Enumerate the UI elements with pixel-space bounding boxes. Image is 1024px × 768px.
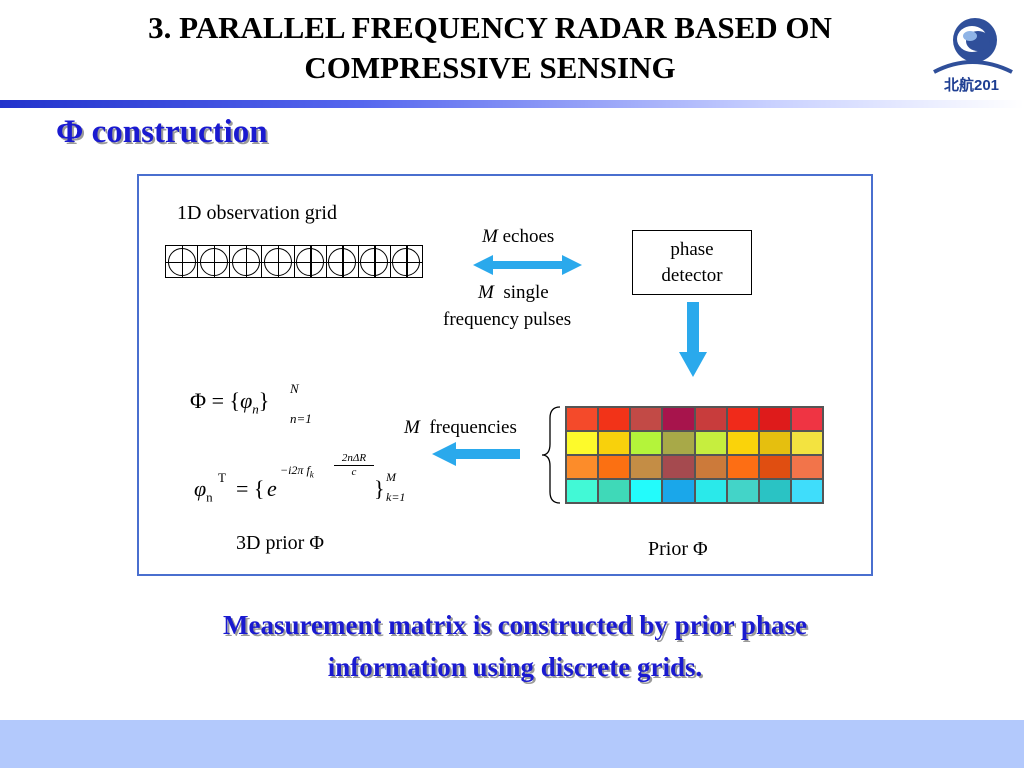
prior-cell xyxy=(790,431,823,455)
prior-cell xyxy=(662,455,695,479)
f2-frac-num: 2nΔR xyxy=(334,452,374,466)
prior-cell xyxy=(726,455,759,479)
prior-cell xyxy=(630,455,663,479)
detector-line2: detector xyxy=(661,265,723,286)
grid-cell xyxy=(294,246,327,277)
prior-cell xyxy=(694,455,727,479)
prior-cell xyxy=(566,479,599,503)
prior-cell xyxy=(630,431,663,455)
f2-exponent: −i2π fk xyxy=(280,463,314,479)
prior-cell xyxy=(758,479,791,503)
f2-eq: = { xyxy=(236,476,265,501)
f2-exp: −i2π f xyxy=(280,463,310,477)
university-logo xyxy=(933,18,1013,74)
grid-cell xyxy=(326,246,359,277)
prior-phi-matrix xyxy=(565,406,824,504)
f1-close: } xyxy=(258,388,270,413)
pulses-m: M xyxy=(478,282,494,303)
freq-text: frequencies xyxy=(429,417,517,438)
caption-line1: Measurement matrix is constructed by pri… xyxy=(223,610,807,640)
slide-title: 3. PARALLEL FREQUENCY RADAR BASED ON COM… xyxy=(0,8,980,88)
phase-detector-box: phase detector xyxy=(632,230,752,295)
prior-cell xyxy=(758,455,791,479)
prior-cell xyxy=(630,479,663,503)
grid-cell xyxy=(358,246,391,277)
prior-cell xyxy=(790,455,823,479)
prior-cell xyxy=(598,431,631,455)
f2-sup: M xyxy=(386,470,396,484)
prior-cell xyxy=(694,407,727,431)
prior-cell xyxy=(726,407,759,431)
pulses-text1: single xyxy=(503,282,549,303)
prior-cell xyxy=(598,455,631,479)
f2-low: k=1 xyxy=(386,490,406,504)
prior-cell xyxy=(662,479,695,503)
f2-e: e xyxy=(267,476,277,501)
slide-title-line1: 3. PARALLEL FREQUENCY RADAR BASED ON xyxy=(148,10,832,45)
observation-grid-label: 1D observation grid xyxy=(177,202,337,224)
grid-cell xyxy=(198,246,231,277)
echoes-m: M xyxy=(482,226,498,247)
observation-grid xyxy=(165,245,423,278)
formula-phi-set: Φ = {φn} xyxy=(190,388,269,417)
echoes-label: M echoes xyxy=(482,226,554,248)
logo-text: 北航201 xyxy=(944,77,1000,94)
prior-cell xyxy=(566,431,599,455)
f1-phi: φ xyxy=(240,388,253,413)
f1-lhs: Φ = { xyxy=(190,388,241,413)
prior-cell xyxy=(662,431,695,455)
prior-cell xyxy=(598,407,631,431)
grid-cell xyxy=(230,246,263,277)
prior-phi-label: Prior Φ xyxy=(648,538,708,560)
down-arrow xyxy=(679,302,707,377)
footer-bar xyxy=(0,720,1024,768)
prior-cell xyxy=(630,407,663,431)
prior-cell xyxy=(694,479,727,503)
f1-low: n=1 xyxy=(290,411,312,426)
prior-cell xyxy=(598,479,631,503)
f1-sup: N xyxy=(290,381,299,396)
caption-line2: information using discrete grids. xyxy=(327,652,703,682)
prior-cell xyxy=(790,479,823,503)
section-subtitle: Φ construction xyxy=(56,114,268,150)
f1-sub: n xyxy=(252,401,259,417)
f2-phi: φ xyxy=(194,476,207,501)
prior-cell xyxy=(694,431,727,455)
echoes-text: echoes xyxy=(502,226,555,247)
left-arrow xyxy=(432,442,520,466)
detector-line1: phase xyxy=(670,239,714,260)
grid-cell xyxy=(390,246,423,277)
prior-cell xyxy=(726,479,759,503)
prior-cell xyxy=(758,407,791,431)
f2-fraction: 2nΔR c xyxy=(334,452,374,478)
header-divider xyxy=(0,100,1024,108)
pulse-arrow xyxy=(510,255,582,275)
slide-caption: Measurement matrix is constructed by pri… xyxy=(100,604,930,688)
brace xyxy=(541,406,561,504)
prior-cell xyxy=(790,407,823,431)
prior-cell xyxy=(566,455,599,479)
pulses-label-line1: M single xyxy=(478,282,549,304)
diagram-frame xyxy=(137,174,873,576)
prior-cell xyxy=(726,431,759,455)
freq-m: M xyxy=(404,417,420,438)
prior-cell xyxy=(662,407,695,431)
formula-phi-n: φn xyxy=(194,476,213,505)
f2-frac-den: c xyxy=(351,466,357,478)
f2-close: } xyxy=(374,476,385,501)
prior-3d-label: 3D prior Φ xyxy=(236,532,324,554)
f2-sub: n xyxy=(206,489,213,505)
frequencies-label: M frequencies xyxy=(404,417,517,439)
grid-cell xyxy=(262,246,295,277)
pulses-label-line2: frequency pulses xyxy=(443,309,572,330)
f2-sup-t: T xyxy=(218,470,226,485)
bidirectional-arrow xyxy=(473,255,582,275)
f2-exp-sub: k xyxy=(309,469,314,480)
slide-title-line2: COMPRESSIVE SENSING xyxy=(304,50,676,85)
prior-cell xyxy=(758,431,791,455)
prior-cell xyxy=(566,407,599,431)
grid-cell xyxy=(166,246,199,277)
